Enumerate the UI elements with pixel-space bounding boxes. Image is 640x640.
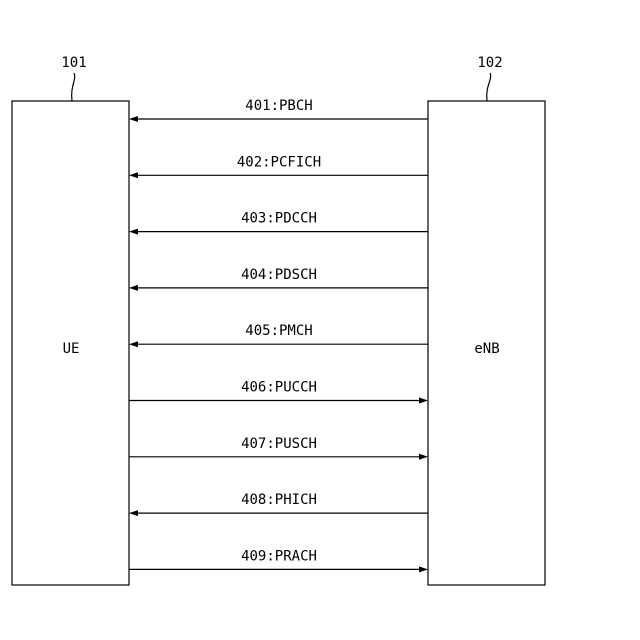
arrowhead-left-icon bbox=[129, 285, 138, 291]
ue-node: 101 UE bbox=[12, 55, 129, 585]
ue-ref-leader bbox=[72, 73, 75, 101]
channel-arrow: 404:PDSCH bbox=[129, 267, 428, 291]
channel-label: 409:PRACH bbox=[241, 548, 317, 564]
channel-arrow: 401:PBCH bbox=[129, 98, 428, 122]
enb-ref-leader bbox=[487, 73, 491, 101]
enb-node: 102 eNB bbox=[428, 55, 545, 585]
channel-arrow: 406:PUCCH bbox=[129, 380, 428, 404]
arrowhead-left-icon bbox=[129, 229, 138, 235]
arrowhead-right-icon bbox=[419, 454, 428, 460]
channel-arrow: 405:PMCH bbox=[129, 323, 428, 347]
enb-ref-label: 102 bbox=[477, 55, 502, 71]
arrowhead-left-icon bbox=[129, 116, 138, 122]
enb-label: eNB bbox=[474, 341, 499, 357]
ue-ref-label: 101 bbox=[61, 55, 86, 71]
channel-label: 401:PBCH bbox=[245, 98, 312, 114]
channel-arrow: 407:PUSCH bbox=[129, 436, 428, 460]
channel-arrow: 409:PRACH bbox=[129, 548, 428, 572]
arrowhead-right-icon bbox=[419, 566, 428, 572]
channel-label: 402:PCFICH bbox=[237, 154, 321, 170]
channel-label: 403:PDCCH bbox=[241, 211, 317, 227]
arrowhead-left-icon bbox=[129, 172, 138, 178]
channel-label: 406:PUCCH bbox=[241, 380, 317, 396]
channel-arrow: 402:PCFICH bbox=[129, 154, 428, 178]
ue-label: UE bbox=[63, 341, 80, 357]
channel-arrows: 401:PBCH 402:PCFICH 403:PDCCH 404:PDSCH 405:… bbox=[129, 98, 428, 572]
channel-label: 407:PUSCH bbox=[241, 436, 317, 452]
channel-label: 404:PDSCH bbox=[241, 267, 317, 283]
arrowhead-right-icon bbox=[419, 398, 428, 404]
channel-arrow: 408:PHICH bbox=[129, 492, 428, 516]
arrowhead-left-icon bbox=[129, 510, 138, 516]
channel-arrow: 403:PDCCH bbox=[129, 211, 428, 235]
arrowhead-left-icon bbox=[129, 341, 138, 347]
channel-label: 408:PHICH bbox=[241, 492, 317, 508]
channel-label: 405:PMCH bbox=[245, 323, 312, 339]
